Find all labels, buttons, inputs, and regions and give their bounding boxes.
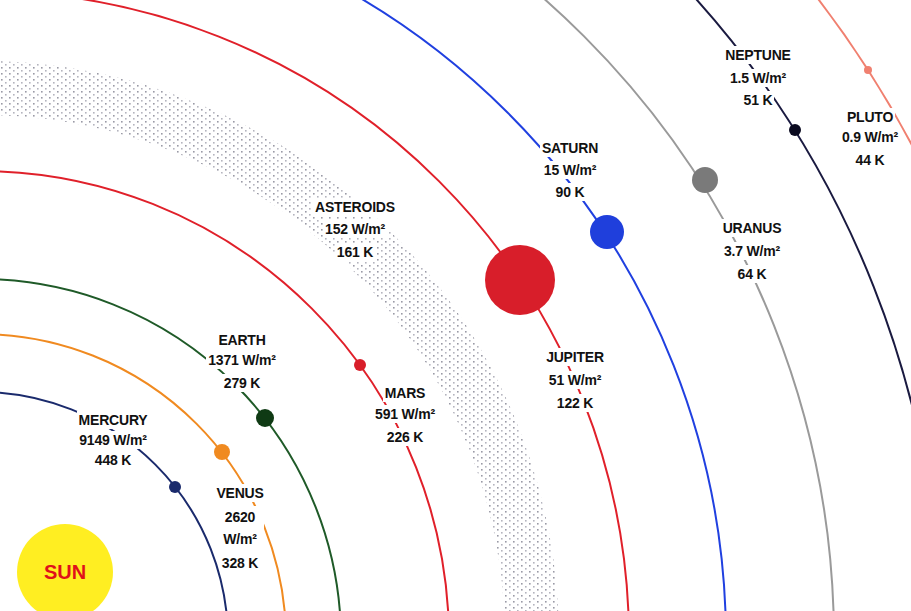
pluto-planet xyxy=(864,66,872,74)
jupiter-orbit xyxy=(0,0,629,611)
jupiter-planet xyxy=(485,245,555,315)
mercury-planet xyxy=(169,481,181,493)
planet-name: PLUTO xyxy=(845,108,895,126)
solar-flux: 0.9 W/m² xyxy=(840,128,900,146)
temperature: 64 K xyxy=(736,265,769,283)
temperature: 161 K xyxy=(335,243,375,261)
planet-name: MERCURY xyxy=(77,411,150,429)
planet-name: JUPITER xyxy=(544,348,606,366)
solar-flux: 51 W/m² xyxy=(547,371,603,389)
solar-flux: 2620 W/m² xyxy=(216,506,264,550)
sun-label: SUN xyxy=(17,561,113,584)
planet-name: ASTEROIDS xyxy=(313,198,397,216)
venus-orbit xyxy=(0,334,286,611)
planet-name: EARTH xyxy=(216,331,267,349)
solar-flux: 9149 W/m² xyxy=(77,431,148,449)
planet-name: NEPTUNE xyxy=(723,46,793,64)
temperature: 44 K xyxy=(854,151,887,169)
temperature: 122 K xyxy=(555,394,595,412)
uranus-planet xyxy=(692,167,718,193)
solar-flux: 591 W/m² xyxy=(373,405,437,423)
neptune-planet xyxy=(789,124,801,136)
planet-name: URANUS xyxy=(721,219,784,237)
saturn-orbit xyxy=(0,0,726,611)
temperature: 51 K xyxy=(742,91,775,109)
solar-flux: 1371 W/m² xyxy=(206,351,277,369)
mars-planet xyxy=(354,359,366,371)
planet-name: MARS xyxy=(383,384,427,402)
temperature: 448 K xyxy=(93,451,133,469)
asteroid-belt xyxy=(0,88,532,611)
venus-planet xyxy=(214,444,230,460)
mercury-orbit xyxy=(0,392,228,611)
temperature: 226 K xyxy=(385,428,425,446)
solar-flux: 3.7 W/m² xyxy=(722,242,782,260)
sun-circle: SUN xyxy=(17,524,113,611)
mars-orbit xyxy=(0,171,449,611)
temperature: 279 K xyxy=(222,374,262,392)
saturn-planet xyxy=(590,215,624,249)
uranus-orbit xyxy=(0,0,834,611)
planet-name: VENUS xyxy=(214,484,265,502)
earth-orbit xyxy=(0,279,341,611)
temperature: 328 K xyxy=(220,554,260,572)
solar-flux: 1.5 W/m² xyxy=(728,69,788,87)
solar-flux: 152 W/m² xyxy=(323,220,387,238)
earth-planet xyxy=(256,409,274,427)
solar-flux: 15 W/m² xyxy=(542,161,598,179)
planet-name: SATURN xyxy=(540,139,600,157)
temperature: 90 K xyxy=(554,183,587,201)
